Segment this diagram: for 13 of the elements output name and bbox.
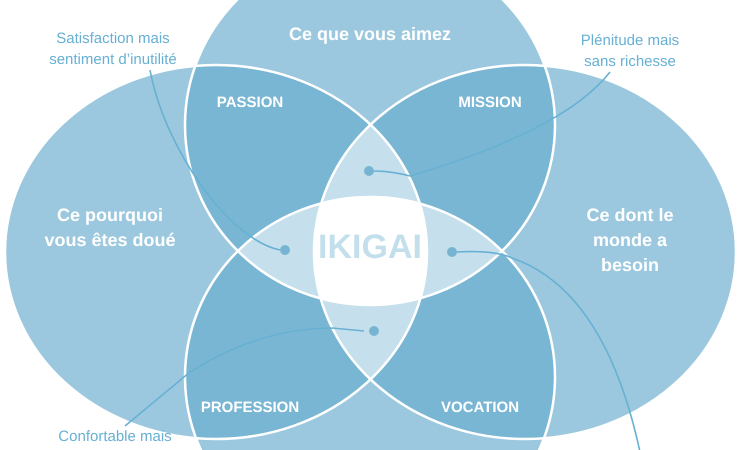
leader-line — [456, 250, 641, 450]
region-label: MISSION — [430, 94, 550, 111]
region-label: PROFESSION — [180, 399, 320, 416]
region-label: VOCATION — [420, 399, 540, 416]
circle-label: Ce que vous aimez — [288, 23, 452, 46]
callout-text: Plénitude mais sans richesse — [570, 30, 690, 72]
region-label: PASSION — [190, 94, 310, 111]
circle-label: Ce pourquoi vous êtes doué — [43, 204, 177, 252]
center-label: IKIGAI — [310, 228, 430, 267]
leader-line — [149, 70, 280, 251]
circle-label: Ce dont le monde a besoin — [585, 204, 674, 277]
callout-text: Confortable mais — [45, 426, 185, 447]
callout-text: Satisfaction mais sentiment d’inutilité — [28, 28, 198, 70]
